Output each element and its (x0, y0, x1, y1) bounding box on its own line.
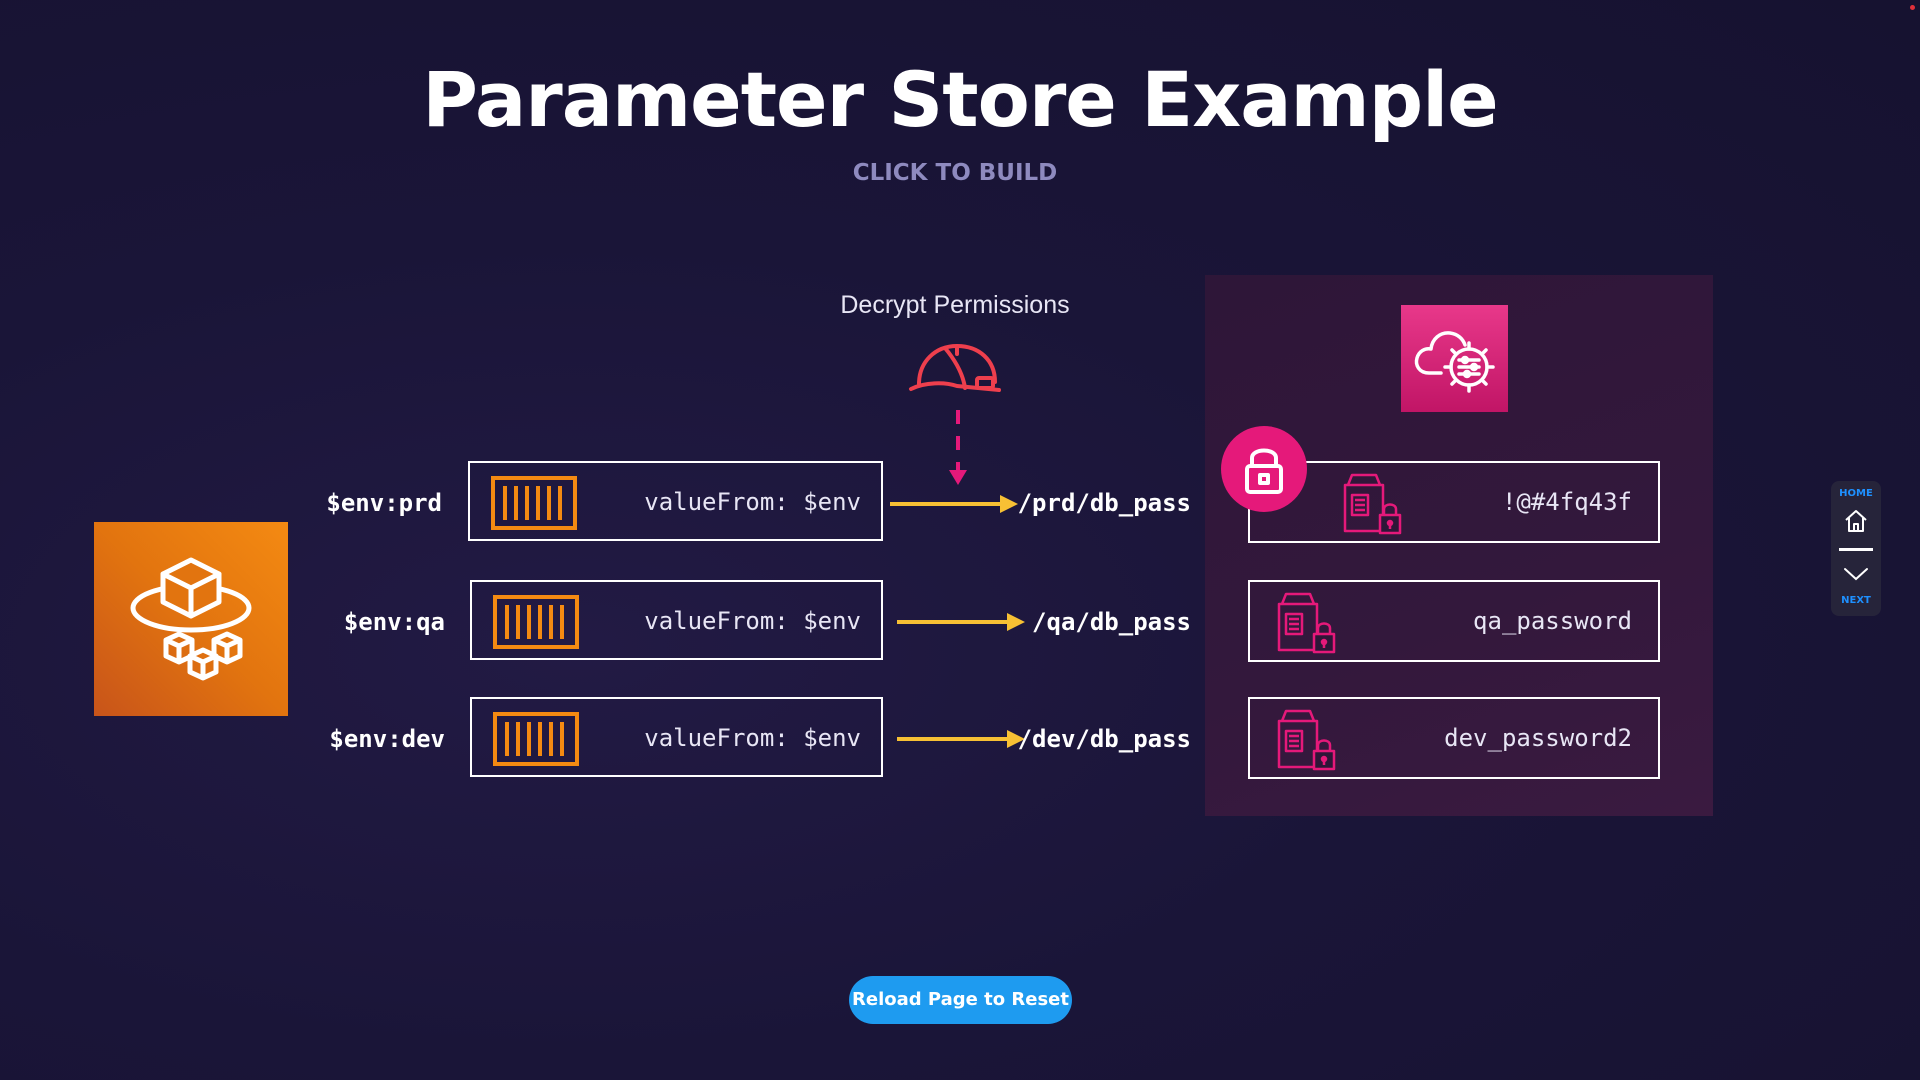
nav-divider (1839, 548, 1873, 551)
ecs-fargate-icon (130, 557, 252, 681)
systems-manager-icon (1414, 331, 1495, 393)
encrypted-parameter-icon (1343, 473, 1402, 535)
arrow-prd (890, 495, 1018, 513)
parameter-box-qa: qa_password (1248, 580, 1660, 662)
parameter-path-qa: /qa/db_pass (1032, 608, 1191, 636)
env-label-dev: $env:dev (329, 725, 445, 753)
env-label-prd: $env:prd (326, 489, 442, 517)
container-icon (493, 595, 579, 649)
arrow-dev (897, 730, 1025, 748)
parameter-value: qa_password (1473, 607, 1632, 635)
container-icon (493, 712, 579, 766)
task-definition-row-qa: valueFrom: $env (470, 580, 883, 660)
parameter-box-prd: !@#4fq43f (1248, 461, 1660, 543)
task-definition-row-prd: valueFrom: $env (468, 461, 883, 541)
nav-home-label[interactable]: HOME (1839, 488, 1873, 499)
page-title: Parameter Store Example (422, 55, 1498, 144)
parameter-path-dev: /dev/db_pass (1017, 725, 1191, 753)
value-from-text: valueFrom: $env (644, 724, 861, 752)
value-from-text: valueFrom: $env (644, 607, 861, 635)
encrypted-parameter-icon (1277, 592, 1336, 654)
reload-page-reset-button[interactable]: Reload Page to Reset (849, 976, 1072, 1024)
value-from-text: valueFrom: $env (644, 488, 861, 516)
parameter-path-prd: /prd/db_pass (1017, 489, 1191, 517)
home-icon[interactable] (1843, 508, 1869, 534)
task-definition-row-dev: valueFrom: $env (470, 697, 883, 777)
chevron-down-icon[interactable] (1843, 565, 1869, 583)
click-to-build-hint[interactable]: CLICK TO BUILD (852, 160, 1058, 186)
corner-indicator-dot (1910, 5, 1915, 10)
parameter-box-dev: dev_password2 (1248, 697, 1660, 779)
nav-next-label[interactable]: NEXT (1841, 595, 1871, 606)
parameter-value: !@#4fq43f (1501, 488, 1632, 516)
systems-manager-tile (1401, 305, 1508, 412)
arrow-qa (897, 613, 1025, 631)
decrypt-permissions-label: Decrypt Permissions (840, 291, 1070, 319)
container-icon (491, 476, 577, 530)
decrypt-dashed-arrow (949, 410, 967, 485)
env-label-qa: $env:qa (343, 608, 445, 636)
parameter-value: dev_password2 (1444, 724, 1632, 752)
slide-nav-widget: HOME NEXT (1831, 481, 1881, 616)
kms-lock-badge (1221, 426, 1307, 512)
encrypted-parameter-icon (1277, 709, 1336, 771)
kms-lock-icon (1245, 448, 1283, 494)
ecs-fargate-tile (94, 522, 288, 716)
iam-role-helmet-icon (909, 344, 1001, 392)
